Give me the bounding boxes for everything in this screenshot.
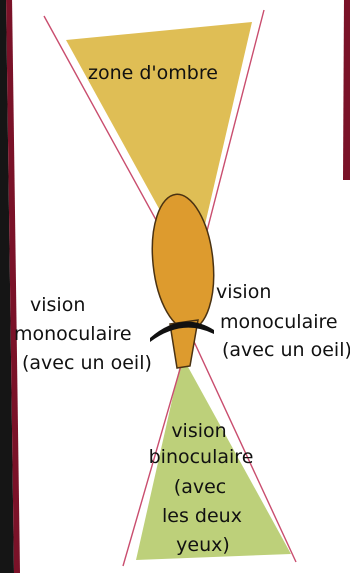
shadow-zone-label: zone d'ombre [88, 62, 218, 84]
right-monocular-line2: monoculaire [220, 311, 338, 333]
left-monocular-line1: vision [30, 294, 85, 316]
binocular-line3: (avec [168, 476, 232, 498]
left-monocular-line2: monoculaire [14, 323, 132, 345]
paper-frame-right [343, 0, 350, 180]
binocular-line2: binoculaire [142, 446, 260, 468]
binocular-line4: les deux [156, 505, 248, 527]
binocular-line1: vision [164, 420, 234, 442]
right-monocular-line1: vision [216, 281, 271, 303]
left-monocular-line3: (avec un oeil) [22, 352, 152, 374]
right-monocular-line3: (avec un oeil) [222, 339, 350, 361]
binocular-line5: yeux) [172, 534, 234, 556]
